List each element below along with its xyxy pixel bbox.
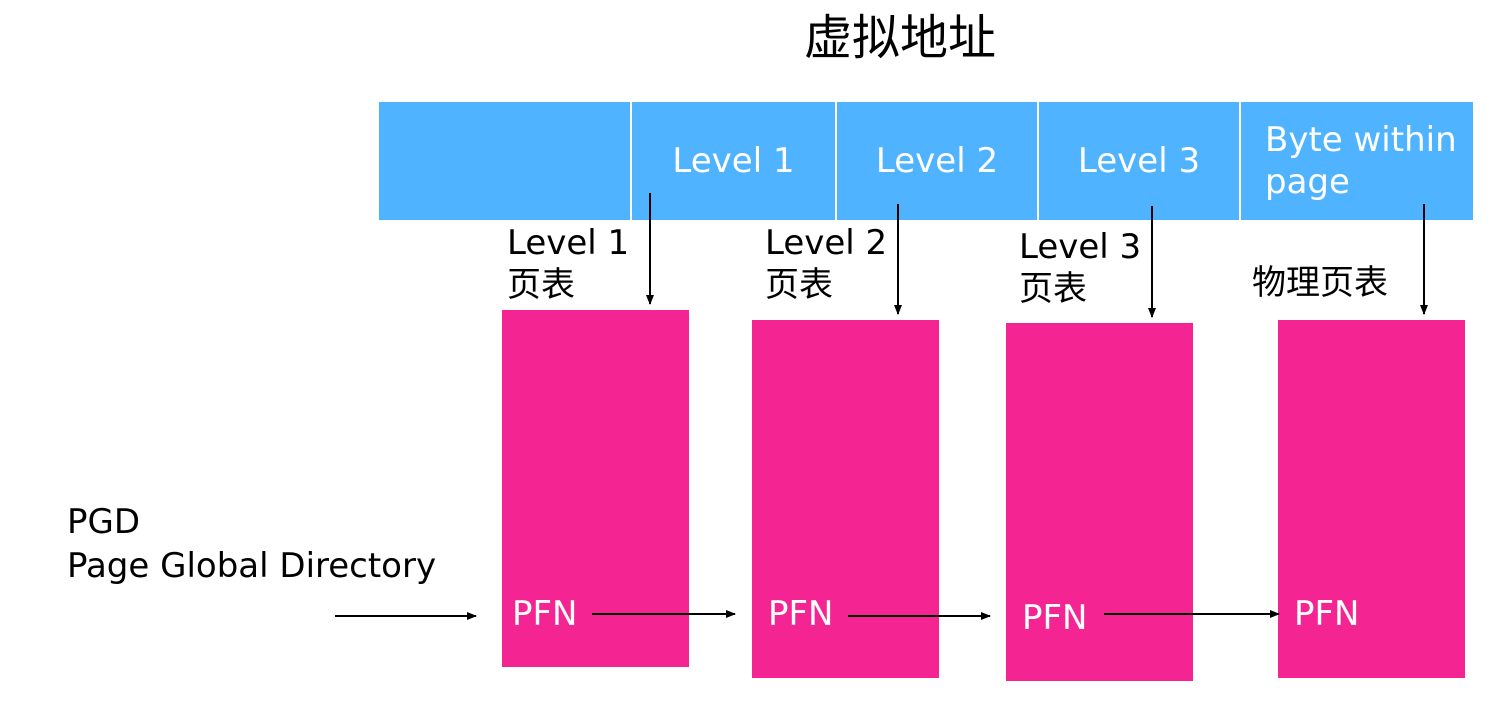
level-1-table-label-line-1: Level 1 [507,223,630,263]
pfn-label-level-3: PFN [1022,598,1088,638]
address-segment-level-3: Level 3 [1037,102,1239,220]
pgd-label: PGD Page Global Directory [67,500,436,588]
address-segment-level-2: Level 2 [835,102,1037,220]
level-2-table-label-line-1: Level 2 [765,223,888,263]
level-2-table-label-line-2: 页表 [765,265,833,305]
pgd-label-line-1: PGD [67,502,141,542]
virtual-address-bar: Level 1 Level 2 Level 3 Byte within page [379,102,1473,220]
byte-within-page-line-1: Byte within [1265,120,1457,160]
level-1-table-label-line-2: 页表 [507,265,575,305]
physical-page-label: 物理页表 [1252,262,1388,304]
address-segment-level-1: Level 1 [630,102,835,220]
level-1-page-table [502,310,689,667]
physical-page [1278,320,1465,678]
level-1-table-label: Level 1 页表 [507,222,629,306]
byte-within-page-line-2: page [1265,162,1350,202]
pfn-label-physical: PFN [1294,594,1360,634]
level-2-table-label: Level 2 页表 [765,222,887,306]
pfn-label-level-1: PFN [512,594,578,634]
level-2-page-table [752,320,939,678]
address-segment-byte-within-page: Byte within page [1239,102,1473,220]
level-3-table-label-line-1: Level 3 [1019,227,1142,267]
physical-page-label-line-1: 物理页表 [1252,263,1388,303]
level-3-page-table [1006,323,1193,681]
level-3-table-label: Level 3 页表 [1019,226,1141,310]
level-3-table-label-line-2: 页表 [1019,269,1087,309]
diagram-title: 虚拟地址 [803,10,996,66]
pfn-label-level-2: PFN [768,594,834,634]
pgd-label-line-2: Page Global Directory [67,546,437,586]
